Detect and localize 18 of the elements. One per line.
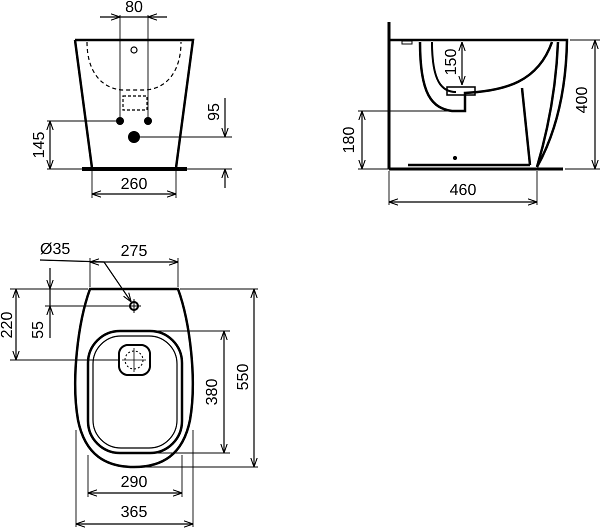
dimension-value: 400 <box>575 86 591 114</box>
dimension-value: 145 <box>32 132 48 158</box>
dimension-value: 290 <box>120 475 148 491</box>
dimension-value: 180 <box>342 126 358 154</box>
dimension-value: 550 <box>236 364 252 390</box>
dimension-value: 55 <box>31 321 47 339</box>
dimension-value: 150 <box>444 48 460 76</box>
dimension-value: 220 <box>0 312 16 338</box>
dimension-value: 95 <box>207 103 223 121</box>
dimension-value: 460 <box>450 183 476 199</box>
callout-label: Ø35 <box>40 242 70 258</box>
dimension-value: 365 <box>120 505 148 521</box>
dimension-value: 380 <box>205 378 221 406</box>
tap-hole <box>129 301 139 311</box>
dimension-value: 260 <box>120 177 148 193</box>
leader-line <box>40 259 132 302</box>
dimension-value: 275 <box>120 244 148 260</box>
dimension-value: 80 <box>125 0 143 16</box>
